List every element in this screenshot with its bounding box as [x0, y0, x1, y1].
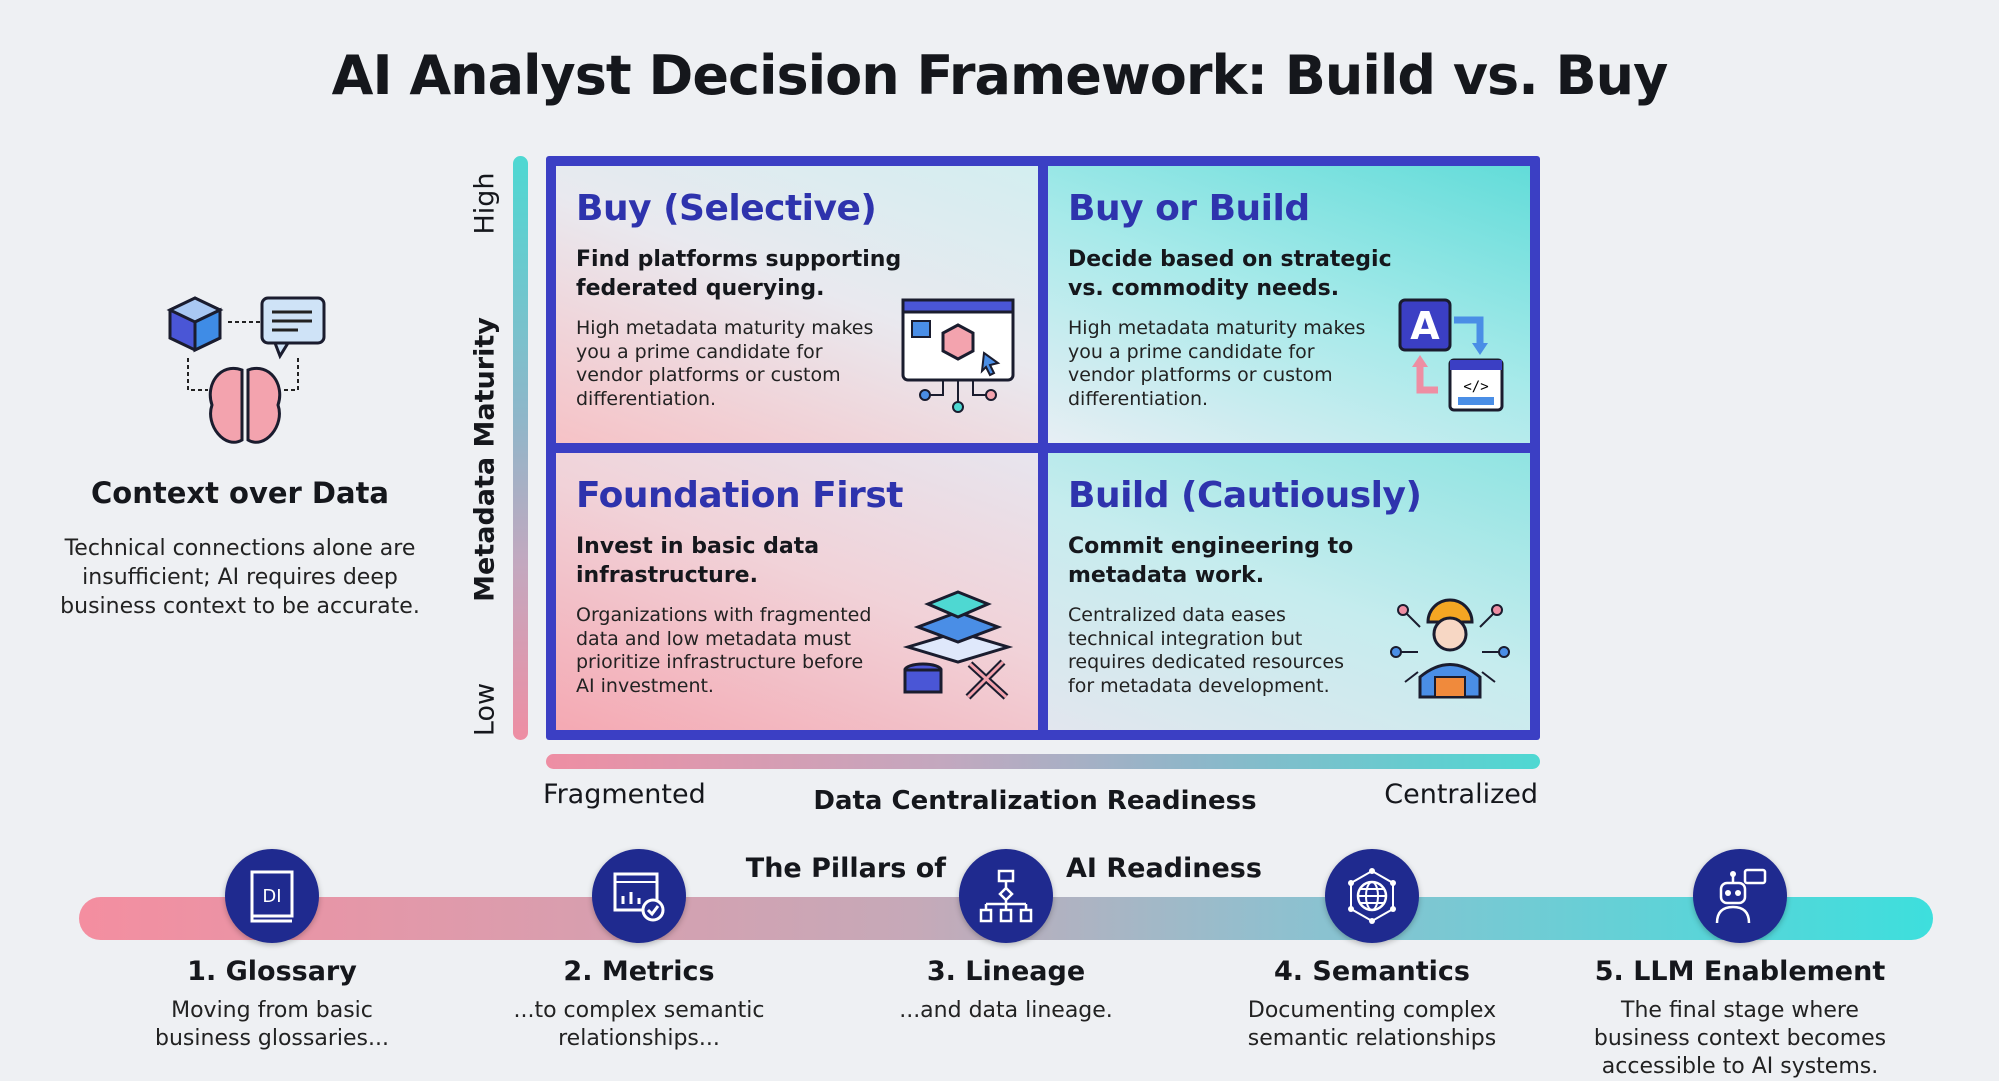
- context-heading: Context over Data: [90, 476, 389, 510]
- pillar-label: 1. Glossary: [187, 956, 357, 987]
- quadrant-body: Centralized data eases technical integra…: [1068, 604, 1344, 697]
- svg-text:A: A: [1410, 304, 1440, 348]
- quadrant-title: Buy (Selective): [576, 188, 877, 229]
- robot-chat-icon: [1693, 849, 1787, 943]
- quadrant-buy-or-build: Buy or Build Decide based on strategic v…: [1048, 166, 1530, 443]
- pillar-label: 2. Metrics: [563, 956, 715, 987]
- quadrant-body: High metadata maturity makes you a prime…: [1068, 317, 1366, 410]
- brain-cube-chat-icon: [166, 296, 326, 444]
- quadrant-subtitle: Commit engineering to metadata work.: [1068, 534, 1354, 588]
- context-description: Technical connections alone are insuffic…: [60, 536, 420, 619]
- y-axis-low-label: Low: [469, 682, 501, 737]
- book-icon: DI: [225, 849, 319, 943]
- app-code-exchange-icon: A </>: [1398, 298, 1504, 412]
- pillar-description: ...to complex semantic relationships...: [513, 998, 765, 1051]
- quadrant-title: Foundation First: [576, 475, 903, 516]
- quadrant-title: Buy or Build: [1068, 188, 1310, 229]
- pillar-description: The final stage where business context b…: [1593, 998, 1887, 1079]
- quadrant-subtitle: Find platforms supporting federated quer…: [576, 247, 902, 301]
- pillar-label: 5. LLM Enablement: [1594, 956, 1886, 987]
- svg-text:DI: DI: [262, 886, 281, 907]
- engineer-icon: [1390, 598, 1510, 699]
- platform-window-icon: [901, 298, 1015, 413]
- quadrant-title: Build (Cautiously): [1068, 475, 1422, 516]
- quadrant-body: Organizations with fragmented data and l…: [576, 604, 872, 697]
- quadrant-subtitle: Decide based on strategic vs. commodity …: [1068, 247, 1392, 301]
- globe-network-icon: [1325, 849, 1419, 943]
- x-axis-title: Data Centralization Readiness: [813, 786, 1257, 816]
- y-axis-gradient-bar: [513, 156, 528, 740]
- svg-text:</>: </>: [1463, 379, 1488, 395]
- x-axis-left-label: Fragmented: [543, 779, 706, 810]
- pillars-title-part2: AI Readiness: [1066, 853, 1262, 884]
- pillar-label: 3. Lineage: [926, 956, 1086, 987]
- pillar-description: Moving from basic business glossaries...: [155, 998, 389, 1051]
- pillar-description: ...and data lineage.: [899, 998, 1113, 1023]
- layers-database-tools-icon: [902, 590, 1014, 700]
- quadrant-body: High metadata maturity makes you a prime…: [576, 317, 874, 410]
- pillar-label: 4. Semantics: [1273, 956, 1470, 987]
- x-axis-right-label: Centralized: [1384, 779, 1538, 810]
- flowchart-icon: [959, 849, 1053, 943]
- y-axis-high-label: High: [469, 172, 501, 235]
- quadrant-foundation-first: Foundation First Invest in basic data in…: [556, 453, 1038, 730]
- decision-matrix: Buy (Selective) Find platforms supportin…: [546, 156, 1540, 740]
- pillars-title-part1: The Pillars of: [745, 853, 946, 884]
- pillar-description: Documenting complex semantic relationshi…: [1247, 998, 1497, 1051]
- x-axis-gradient-bar: [546, 754, 1540, 769]
- quadrant-subtitle: Invest in basic data infrastructure.: [576, 534, 820, 588]
- quadrant-buy-selective: Buy (Selective) Find platforms supportin…: [556, 166, 1038, 443]
- dashboard-check-icon: [592, 849, 686, 943]
- page-title: AI Analyst Decision Framework: Build vs.…: [331, 44, 1669, 107]
- quadrant-build-cautiously: Build (Cautiously) Commit engineering to…: [1048, 453, 1530, 730]
